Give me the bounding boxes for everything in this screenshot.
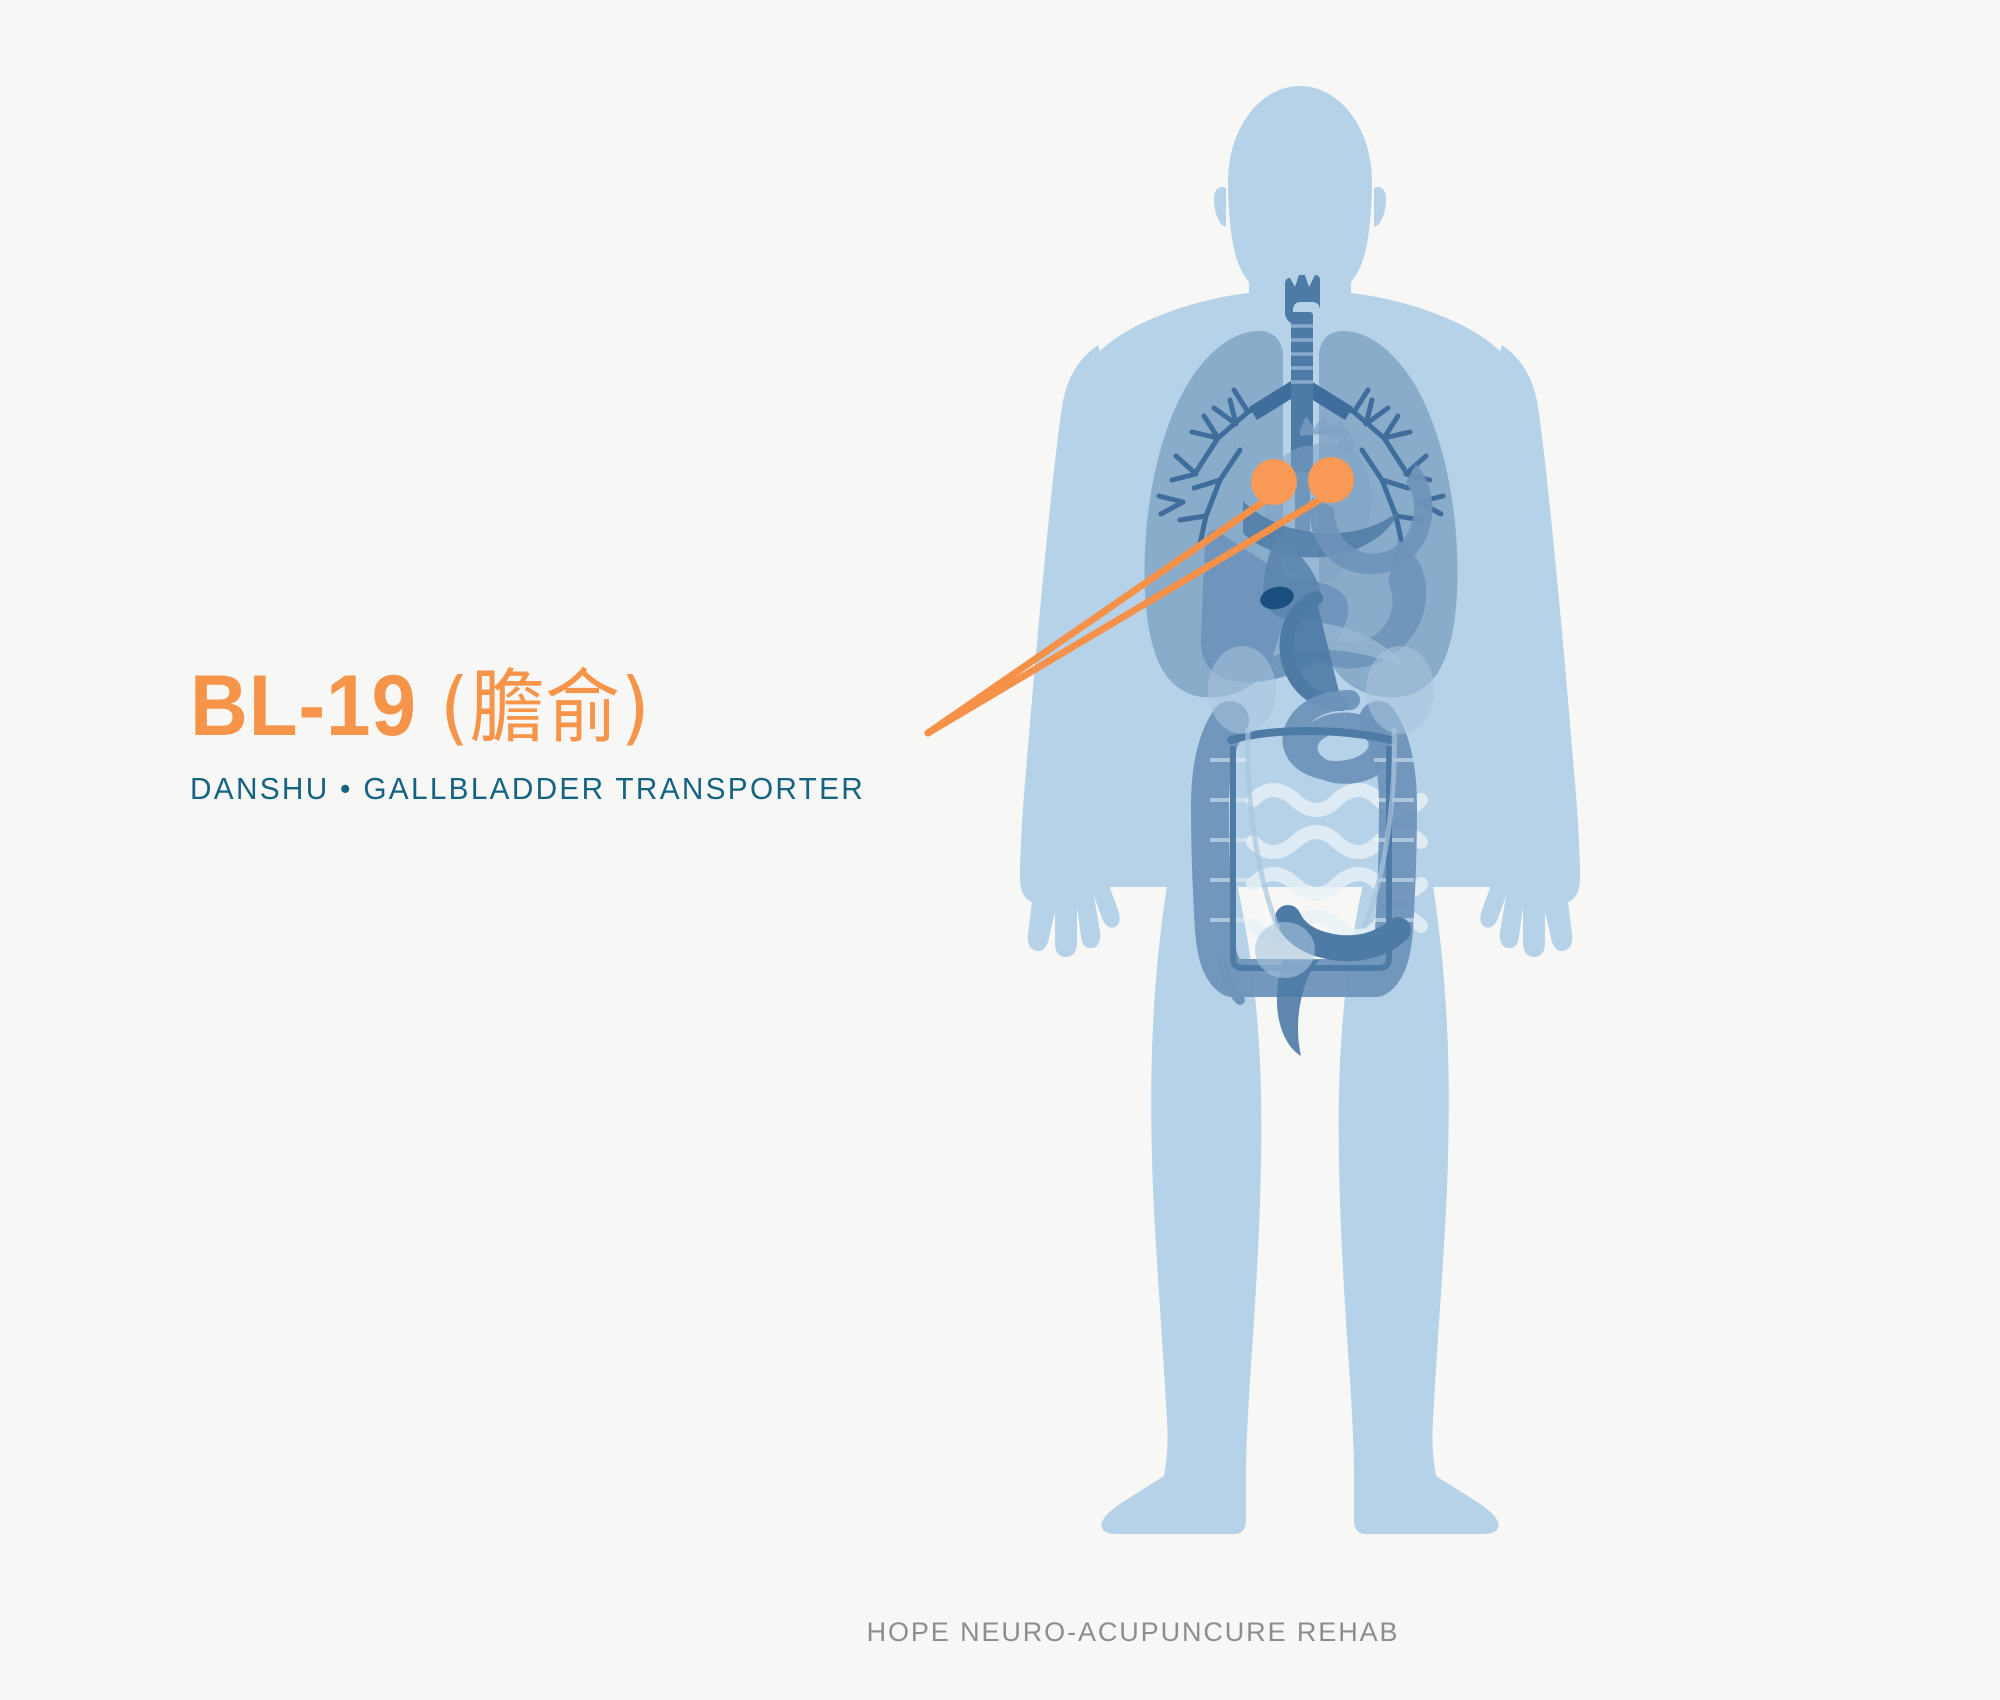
right-arm-shape xyxy=(1455,345,1580,957)
open-paren: ( xyxy=(440,661,470,754)
right-ear-shape xyxy=(1374,187,1386,227)
close-paren: ) xyxy=(620,661,651,754)
great-vessels-shape xyxy=(1300,414,1354,454)
appendix-shape xyxy=(1217,955,1245,1005)
acupoint-code: BL-19 xyxy=(190,658,417,754)
left-ear-shape xyxy=(1214,187,1226,227)
acupoint-chinese-name: 膽俞 xyxy=(469,661,621,754)
small-intestine-coils-shape xyxy=(1246,783,1428,943)
rectum-shape xyxy=(1276,960,1319,1056)
leader-line-left xyxy=(924,489,1280,737)
head-shape xyxy=(1228,86,1372,333)
footer-brand: HOPE NEURO-ACUPUNCURE REHAB xyxy=(866,1617,1400,1647)
tracheal-rings xyxy=(1291,324,1313,384)
leader-line-right xyxy=(924,488,1337,737)
footer-brand-row: HOPE NEURO-ACUPUNCURE REHAB xyxy=(0,1617,2000,1648)
left-bronchi-shape xyxy=(1156,385,1291,547)
larynx-shape xyxy=(1285,275,1320,324)
right-leg-shape xyxy=(1338,880,1499,1534)
ureters-shape xyxy=(1245,727,1397,929)
acupoint-marker-bl19-left[interactable] xyxy=(1251,459,1297,505)
right-kidney-shape xyxy=(1366,646,1434,734)
left-main-bronchus xyxy=(1249,381,1299,420)
right-main-bronchus xyxy=(1303,381,1353,420)
left-kidney-shape xyxy=(1208,646,1276,734)
title-space xyxy=(417,658,440,754)
acupoint-subtitle: DANSHU • GALLBLADDER TRANSPORTER xyxy=(190,771,866,806)
acupoint-label-block: BL-19 (膽俞) DANSHU • GALLBLADDER TRANSPOR… xyxy=(190,663,1150,807)
bladder-shape xyxy=(1255,922,1315,978)
leader-lines-group xyxy=(924,488,1337,737)
left-arm-shape xyxy=(1020,345,1145,957)
acupoint-markers-group[interactable] xyxy=(1251,457,1354,505)
acupoint-title: BL-19 (膽俞) xyxy=(190,663,1083,749)
gallbladder-shape xyxy=(1260,586,1294,610)
acupoint-marker-bl19-right[interactable] xyxy=(1308,457,1354,503)
left-leg-shape xyxy=(1101,880,1262,1534)
